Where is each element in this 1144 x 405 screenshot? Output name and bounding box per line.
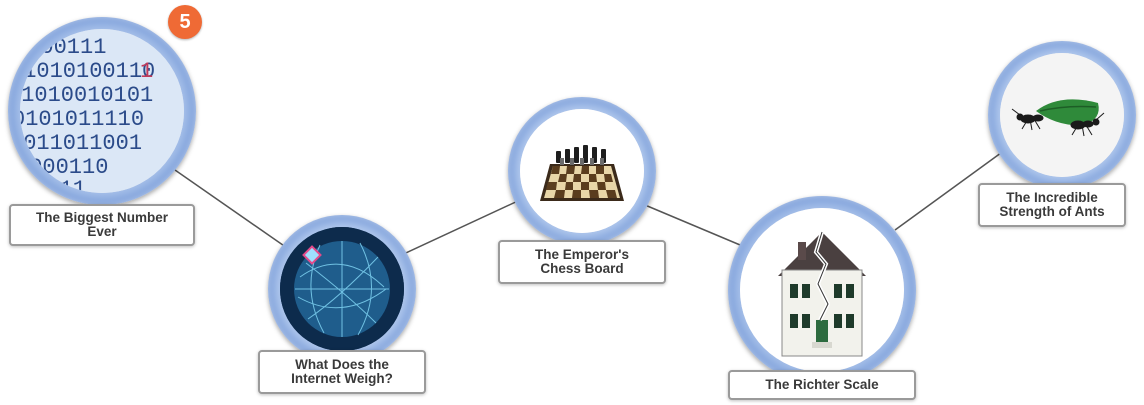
topic-title-line1: The Incredible bbox=[1006, 190, 1098, 205]
topic-title-line2: Internet Weigh? bbox=[291, 371, 393, 386]
svg-text:1011011001: 1011011001 bbox=[20, 131, 142, 156]
svg-text:0101011110: 0101011110 bbox=[20, 107, 144, 132]
topic-label: The Richter Scale bbox=[728, 370, 916, 400]
topic-title-line1: The Biggest Number bbox=[35, 210, 168, 225]
topic-title-line2: Strength of Ants bbox=[999, 204, 1105, 219]
svg-text:01010010101: 01010010101 bbox=[20, 83, 153, 108]
svg-text:11010100110: 11010100110 bbox=[20, 59, 155, 84]
topic-title-line1: The Emperor's bbox=[535, 247, 629, 262]
connector-1-2 bbox=[174, 169, 291, 251]
chess-board-image bbox=[520, 109, 644, 233]
cracked-house-image bbox=[740, 208, 904, 372]
binary-digits-image: 0100111 11010100110 01010010101 01010111… bbox=[20, 29, 184, 193]
topic-title-line2: Ever bbox=[87, 224, 117, 239]
network-globe-image bbox=[280, 227, 404, 351]
topic-title-line1: What Does the bbox=[295, 357, 389, 372]
connector-3-4 bbox=[644, 204, 753, 251]
topic-title-line2: Chess Board bbox=[540, 261, 624, 276]
notification-count-badge: 5 bbox=[168, 5, 202, 39]
connector-2-3 bbox=[394, 199, 521, 259]
svg-text:1: 1 bbox=[140, 59, 153, 84]
ants-carrying-leaf-image bbox=[1000, 53, 1124, 177]
connector-4-5 bbox=[894, 149, 1006, 231]
topic-title-line1: The Richter Scale bbox=[765, 377, 879, 392]
